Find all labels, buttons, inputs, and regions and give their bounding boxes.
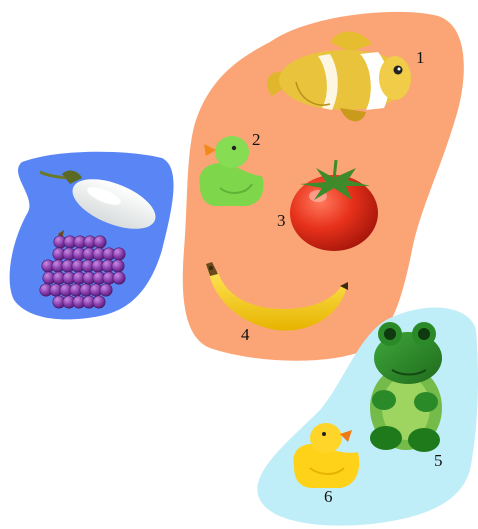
object-label-1: 1 <box>416 48 425 67</box>
grape <box>94 236 106 248</box>
object-label-6: 6 <box>324 487 333 506</box>
grape <box>112 260 124 272</box>
grape <box>100 284 112 296</box>
object-label-3: 3 <box>277 211 286 230</box>
object-label-2: 2 <box>252 130 261 149</box>
grape <box>113 272 125 284</box>
object-label-5: 5 <box>434 451 443 470</box>
frog-plush-icon <box>370 322 442 452</box>
object-label-4: 4 <box>241 325 250 344</box>
grape <box>113 248 125 260</box>
grape <box>93 296 105 308</box>
